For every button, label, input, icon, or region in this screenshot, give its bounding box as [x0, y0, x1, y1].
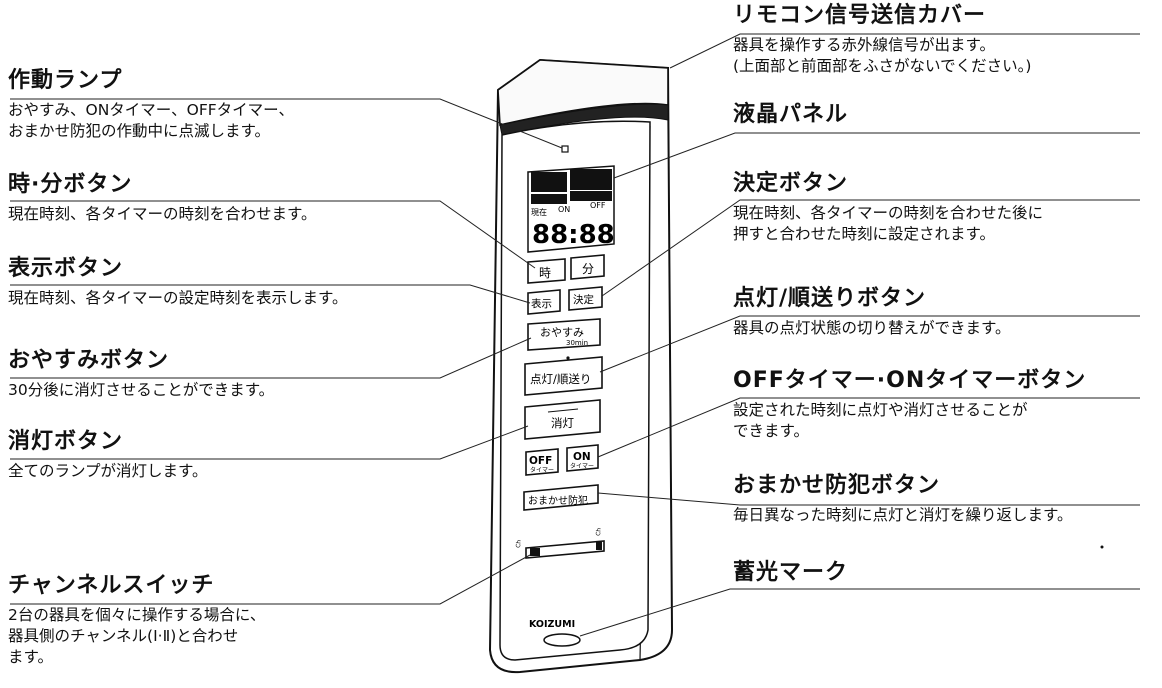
callout-desc: おやすみ、ONタイマー、OFFタイマー、 おまかせ防犯の作動中に点滅します。 — [8, 100, 294, 142]
callout-desc: 器具を操作する赤外線信号が出ます。 (上面部と前面部をふさがないでください。) — [733, 35, 1031, 77]
lcd-off-label: OFF — [590, 201, 606, 210]
callout-signal-cover: リモコン信号送信カバー 器具を操作する赤外線信号が出ます。 (上面部と前面部をふ… — [733, 3, 1031, 77]
lcd-on-label: ON — [558, 205, 570, 214]
callout-title: 時·分ボタン — [8, 172, 133, 197]
security-button-label: おまかせ防犯 — [528, 494, 588, 507]
callout-desc: 器具の点灯状態の切り替えができます。 — [733, 318, 1010, 339]
callout-desc: 毎日異なった時刻に点灯と消灯を繰り返します。 — [733, 505, 1072, 526]
callout-desc: 現在時刻、各タイマーの設定時刻を表示します。 — [8, 288, 347, 309]
desc-line: 全てのランプが消灯します。 — [8, 462, 208, 480]
channel-label-right: Ch — [595, 527, 603, 536]
brand-logo-text: KOIZUMI — [529, 619, 575, 630]
display-button[interactable]: 表示 — [527, 289, 561, 315]
callout-title: 決定ボタン — [733, 171, 849, 196]
oyasumi-button-label: おやすみ — [540, 326, 584, 339]
desc-line: (上面部と前面部をふさがないでください。) — [733, 57, 1032, 75]
callout-lights-off-button: 消灯ボタン 全てのランプが消灯します。 — [8, 429, 208, 482]
callout-title: 表示ボタン — [8, 256, 124, 281]
callout-lcd-panel: 液晶パネル — [733, 102, 848, 128]
desc-line: 30分後に消灯させることができます。 — [8, 381, 275, 399]
callout-desc: 設定された時刻に点灯や消灯させることが できます。 — [733, 400, 1086, 442]
hour-button-label: 時 — [539, 266, 551, 280]
lcd-current-label: 現在 — [531, 207, 547, 217]
off-timer-button[interactable]: OFF タイマー — [525, 448, 559, 476]
callout-title: リモコン信号送信カバー — [733, 3, 987, 28]
callout-desc: 現在時刻、各タイマーの時刻を合わせます。 — [8, 204, 316, 225]
desc-line: 2台の器具を個々に操作する場合に、 — [8, 606, 266, 624]
callout-desc: 全てのランプが消灯します。 — [8, 461, 208, 482]
on-timer-button[interactable]: ON タイマー — [566, 444, 599, 472]
callout-hour-minute-button: 時·分ボタン 現在時刻、各タイマーの時刻を合わせます。 — [8, 172, 316, 225]
display-button-label: 表示 — [531, 297, 552, 310]
desc-line: 現在時刻、各タイマーの設定時刻を表示します。 — [8, 289, 348, 307]
stray-dot — [1100, 545, 1104, 549]
off-timer-label: OFF — [529, 455, 552, 467]
callout-desc: 30分後に消灯させることができます。 — [8, 380, 274, 401]
callout-title: おやすみボタン — [8, 348, 170, 373]
callout-title: 作動ランプ — [8, 68, 123, 93]
enter-button-label: 決定 — [573, 293, 594, 306]
lcd-digits: 88:88 — [532, 220, 615, 250]
callout-light-sequence-button: 点灯/順送りボタン 器具の点灯状態の切り替えができます。 — [733, 286, 1010, 339]
desc-line: 設定された時刻に点灯や消灯させることが — [733, 401, 1028, 419]
security-button[interactable]: おまかせ防犯 — [523, 484, 599, 511]
callout-desc: 2台の器具を個々に操作する場合に、 器具側のチャンネル(Ⅰ·Ⅱ)と合わせ ます。 — [8, 605, 265, 668]
channel-switch[interactable]: Ch Ch — [515, 527, 605, 559]
channel-label-left: Ch — [515, 539, 523, 548]
callout-desc: 現在時刻、各タイマーの時刻を合わせた後に 押すと合わせた時刻に設定されます。 — [733, 203, 1043, 245]
desc-line: 現在時刻、各タイマーの時刻を合わせた後に — [733, 204, 1044, 222]
leader-lines — [10, 33, 1140, 637]
callout-title: チャンネルスイッチ — [8, 573, 215, 598]
desc-line: おやすみ、ONタイマー、OFFタイマー、 — [8, 101, 295, 119]
minute-button-label: 分 — [582, 262, 594, 276]
desc-line: 器具側のチャンネル(Ⅰ·Ⅱ)と合わせ — [8, 627, 239, 645]
desc-line: 現在時刻、各タイマーの時刻を合わせます。 — [8, 205, 317, 223]
light-sequence-button[interactable]: 点灯/順送り — [524, 356, 603, 396]
glow-mark — [543, 633, 581, 647]
light-sequence-button-label: 点灯/順送り — [530, 372, 591, 386]
callout-channel-switch: チャンネルスイッチ 2台の器具を個々に操作する場合に、 器具側のチャンネル(Ⅰ·… — [8, 573, 265, 668]
on-timer-label: ON — [573, 451, 591, 463]
desc-line: できます。 — [733, 422, 809, 440]
off-timer-sub: タイマー — [530, 466, 554, 474]
lights-off-button[interactable]: 消灯 — [524, 399, 601, 440]
callout-glow-mark: 蓄光マーク — [733, 560, 848, 586]
enter-button[interactable]: 決定 — [568, 286, 603, 311]
callout-security-button: おまかせ防犯ボタン 毎日異なった時刻に点灯と消灯を繰り返します。 — [733, 473, 1072, 526]
callout-title: 蓄光マーク — [733, 560, 849, 585]
operation-lamp — [561, 145, 569, 153]
desc-line: 押すと合わせた時刻に設定されます。 — [733, 225, 995, 243]
callout-title: OFFタイマー·ONタイマーボタン — [733, 368, 1087, 393]
lcd-panel: 現在 ON OFF 88:88 — [527, 165, 615, 253]
callout-timer-buttons: OFFタイマー·ONタイマーボタン 設定された時刻に点灯や消灯させることが でき… — [733, 368, 1086, 442]
desc-line: 器具の点灯状態の切り替えができます。 — [733, 319, 1011, 337]
oyasumi-button-sub: 30min — [566, 339, 588, 347]
callout-display-button: 表示ボタン 現在時刻、各タイマーの設定時刻を表示します。 — [8, 256, 347, 309]
hour-button[interactable]: 時 — [527, 258, 566, 284]
callout-title: 点灯/順送りボタン — [733, 286, 927, 311]
desc-line: ます。 — [8, 648, 53, 666]
on-timer-sub: タイマー — [570, 462, 594, 470]
desc-line: おまかせ防犯の作動中に点滅します。 — [8, 122, 270, 140]
oyasumi-button[interactable]: おやすみ 30min — [527, 318, 601, 351]
callout-title: おまかせ防犯ボタン — [733, 473, 941, 498]
callout-operation-lamp: 作動ランプ おやすみ、ONタイマー、OFFタイマー、 おまかせ防犯の作動中に点滅… — [8, 68, 294, 142]
callout-title: 消灯ボタン — [8, 429, 124, 454]
desc-line: 毎日異なった時刻に点灯と消灯を繰り返します。 — [733, 506, 1073, 524]
callout-enter-button: 決定ボタン 現在時刻、各タイマーの時刻を合わせた後に 押すと合わせた時刻に設定さ… — [733, 171, 1043, 245]
callout-title: 液晶パネル — [733, 102, 849, 127]
lights-off-button-label: 消灯 — [551, 416, 574, 430]
minute-button[interactable]: 分 — [570, 254, 605, 280]
callout-oyasumi-button: おやすみボタン 30分後に消灯させることができます。 — [8, 348, 274, 401]
desc-line: 器具を操作する赤外線信号が出ます。 — [733, 36, 995, 54]
